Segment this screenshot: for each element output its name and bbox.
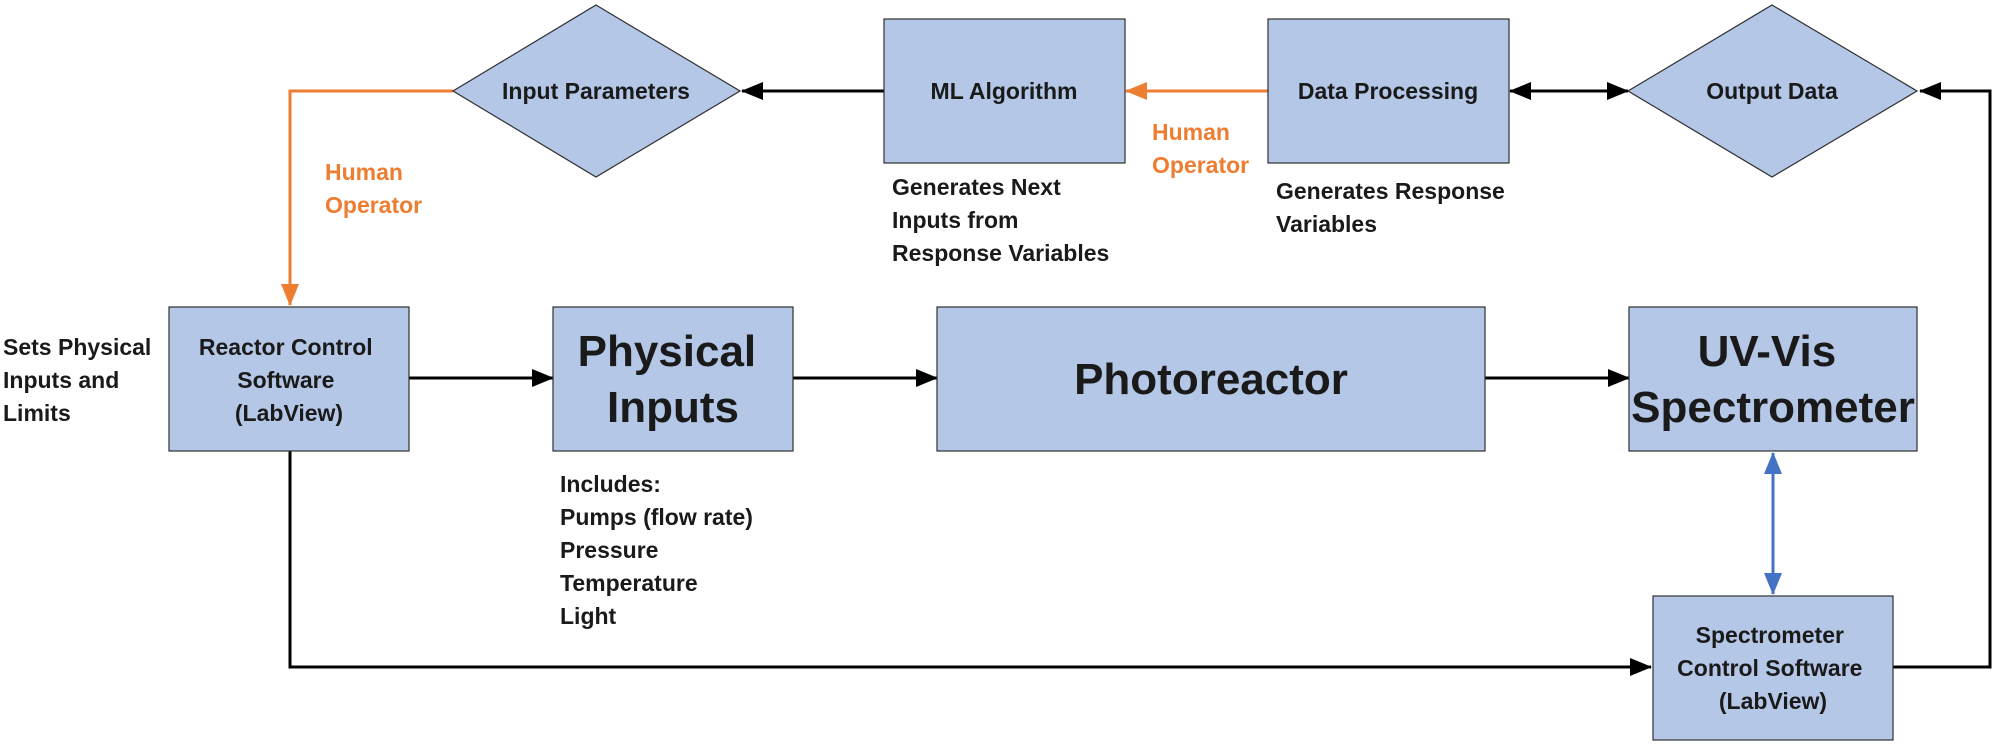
- human-left-line-1: Human: [325, 159, 403, 185]
- human-operator-label-top: Human Operator: [1152, 119, 1249, 178]
- spectrometer-control-label: Spectrometer Control Software (LabView): [1677, 622, 1869, 714]
- reactor-control-label: Reactor Control Software (LabView): [199, 334, 379, 426]
- ml-note-line-2: Inputs from: [892, 207, 1019, 233]
- arrow-reactor-to-spectrometer-control: [288, 451, 1652, 676]
- ml-algorithm-note: Generates Next Inputs from Response Vari…: [892, 174, 1109, 266]
- physical-inputs-box: [552, 306, 794, 452]
- reactor-control-note: Sets Physical Inputs and Limits: [3, 334, 158, 426]
- reactor-control-line-3: (LabView): [235, 400, 343, 426]
- uvvis-line-2: Spectrometer: [1631, 383, 1915, 432]
- reactor-control-box: [168, 306, 410, 452]
- pi-note-line-1: Includes:: [560, 471, 661, 497]
- physical-inputs-line-2: Inputs: [607, 383, 739, 432]
- ml-algorithm-box: [883, 18, 1126, 164]
- human-top-line-2: Operator: [1152, 152, 1249, 178]
- dp-note-line-2: Variables: [1276, 211, 1377, 237]
- input-parameters-label: Input Parameters: [502, 78, 690, 104]
- output-data-diamond: [1626, 4, 1919, 178]
- spectrometer-control-box: [1652, 595, 1894, 741]
- ml-note-line-1: Generates Next: [892, 174, 1061, 200]
- reactor-control-line-2: Software: [237, 367, 334, 393]
- photoreactor-label: Photoreactor: [1074, 355, 1348, 404]
- rc-note-line-2: Inputs and: [3, 367, 119, 393]
- photoreactor-box: [936, 306, 1486, 452]
- dp-note-line-1: Generates Response: [1276, 178, 1505, 204]
- data-processing-label: Data Processing: [1298, 78, 1478, 104]
- data-processing-box: [1267, 18, 1510, 164]
- ml-note-line-3: Response Variables: [892, 240, 1109, 266]
- human-top-line-1: Human: [1152, 119, 1230, 145]
- pi-note-line-3: Pressure: [560, 537, 658, 563]
- output-data-label: Output Data: [1706, 78, 1838, 104]
- spectrometer-control-line-1: Spectrometer: [1696, 622, 1844, 648]
- uvvis-spectrometer-box: [1628, 306, 1918, 452]
- arrow-spectrometer-control-to-output-data: [1893, 82, 1992, 669]
- pi-note-line-4: Temperature: [560, 570, 698, 596]
- uvvis-spectrometer-label: UV-Vis Spectrometer: [1631, 327, 1915, 432]
- data-processing-note: Generates Response Variables: [1276, 178, 1511, 237]
- pi-note-line-5: Light: [560, 603, 617, 629]
- physical-inputs-line-1: Physical: [578, 327, 757, 376]
- ml-algorithm-label: ML Algorithm: [931, 78, 1078, 104]
- human-left-line-2: Operator: [325, 192, 422, 218]
- input-parameters-diamond: [451, 4, 742, 178]
- human-operator-label-left: Human Operator: [325, 159, 422, 218]
- rc-note-line-1: Sets Physical: [3, 334, 151, 360]
- pi-note-line-2: Pumps (flow rate): [560, 504, 753, 530]
- physical-inputs-note: Includes: Pumps (flow rate) Pressure Tem…: [560, 471, 759, 629]
- arrow-input-parameters-to-reactor-human: [281, 89, 453, 306]
- spectrometer-control-line-3: (LabView): [1719, 688, 1827, 714]
- uvvis-line-1: UV-Vis: [1698, 327, 1837, 376]
- rc-note-line-3: Limits: [3, 400, 71, 426]
- reactor-control-line-1: Reactor Control: [199, 334, 373, 360]
- spectrometer-control-line-2: Control Software: [1677, 655, 1862, 681]
- physical-inputs-label: Physical Inputs: [578, 327, 769, 432]
